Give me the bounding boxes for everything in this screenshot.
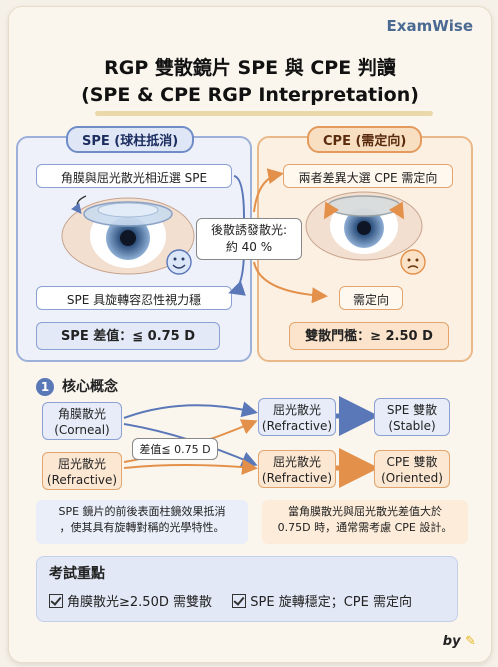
cpe-result-box: CPE 雙散 (Oriented) <box>374 450 450 488</box>
corneal-label: 角膜散光 <box>57 407 106 421</box>
corneal-sub: (Corneal) <box>54 423 110 437</box>
refractive-left-box: 屈光散光 (Refractive) <box>42 452 122 490</box>
cpe-note: 當角膜散光與屈光散光差值大於 0.75D 時，通常需考慮 CPE 設計。 <box>262 500 468 544</box>
exam-item-1: 角膜散光≥2.50D 需雙散 <box>67 595 212 610</box>
cpe-note-line1: 當角膜散光與屈光散光差值大於 <box>288 505 442 518</box>
diff-label-box: 差值≦ 0.75 D <box>132 438 218 460</box>
spe-note-line2: ，使其具有旋轉對稱的光學特性。 <box>59 521 225 534</box>
cpe-bottom-box: 需定向 <box>339 286 403 310</box>
core-concept-heading: 1 核心概念 <box>36 376 118 396</box>
spe-top-box: 角膜與屈光散光相近選 SPE <box>36 164 232 188</box>
cpe-eye-illustration <box>305 191 423 261</box>
spe-tag: SPE (球柱抵消) <box>66 126 195 153</box>
title-english: (SPE & CPE RGP Interpretation) <box>81 84 419 106</box>
refractive-left-sub: (Refractive) <box>46 473 118 487</box>
induced-astigmatism-box: 後散誘發散光: 約 40 % <box>196 218 302 260</box>
refractive-to-refractive-arrow <box>123 459 258 475</box>
spe-rotate-arrow <box>71 195 87 215</box>
checkbox-icon <box>49 594 63 608</box>
checkbox-icon <box>232 594 247 608</box>
byline-text: by <box>442 634 461 649</box>
cpe-result-label: CPE 雙散 <box>386 455 438 469</box>
cpe-tag: CPE (需定向) <box>307 126 423 153</box>
corneal-box: 角膜散光 (Corneal) <box>42 402 122 440</box>
refractive-left-label: 屈光散光 <box>57 457 106 471</box>
induced-line1: 後散誘發散光: <box>210 223 288 237</box>
spe-result-box: SPE 雙散 (Stable) <box>374 398 450 436</box>
cpe-result-sub: (Oriented) <box>381 471 443 485</box>
cpe-flow-arrow-down <box>253 261 328 304</box>
byline: by ✎ <box>443 634 476 649</box>
title-underline <box>95 111 433 116</box>
worried-face-icon <box>400 249 426 275</box>
brand-logo: ExamWise <box>386 17 473 35</box>
cpe-criterion: 雙散門檻：≥ 2.50 D <box>289 322 449 350</box>
cpe-top-box: 兩者差異大選 CPE 需定向 <box>283 164 453 188</box>
corneal-to-refractive-arrow <box>123 401 258 419</box>
core-concept-title: 核心概念 <box>62 379 118 395</box>
spe-result-label: SPE 雙散 <box>386 403 438 417</box>
exam-items: 角膜散光≥2.50D 需雙散 SPE 旋轉穩定；CPE 需定向 <box>49 591 412 610</box>
refractive-bottom-sub: (Refractive) <box>261 471 333 485</box>
cpe-orient-arrow-right <box>388 201 405 220</box>
refractive-top-sub: (Refractive) <box>261 419 333 433</box>
spe-note: SPE 鏡片的前後表面柱鏡效果抵消 ，使其具有旋轉對稱的光學特性。 <box>36 500 248 544</box>
refractive-top-box: 屈光散光 (Refractive) <box>258 398 336 436</box>
refractive-bottom-label: 屈光散光 <box>272 455 321 469</box>
spe-note-line1: SPE 鏡片的前後表面柱鏡效果抵消 <box>58 505 226 518</box>
spe-result-sub: (Stable) <box>388 419 436 433</box>
refractive-bottom-box: 屈光散光 (Refractive) <box>258 450 336 488</box>
exam-item-2: SPE 旋轉穩定；CPE 需定向 <box>250 595 412 610</box>
cpe-flow-arrow-up <box>253 168 284 213</box>
spe-bottom-box: SPE 具旋轉容忍性視力穩 <box>36 286 232 310</box>
title-chinese: RGP 雙散鏡片 SPE 與 CPE 判讀 <box>104 57 396 79</box>
exam-points-box: 考試重點 角膜散光≥2.50D 需雙散 SPE 旋轉穩定；CPE 需定向 <box>36 556 458 622</box>
cpe-note-line2: 0.75D 時，通常需考慮 CPE 設計。 <box>277 521 453 534</box>
section-number: 1 <box>36 378 54 396</box>
banana-icon: ✎ <box>465 634 476 649</box>
cpe-orient-arrow-left <box>323 201 340 220</box>
exam-title: 考試重點 <box>49 566 105 582</box>
refractive-top-label: 屈光散光 <box>272 403 321 417</box>
spe-eye-illustration <box>61 197 195 275</box>
induced-line2: 約 40 % <box>225 240 273 254</box>
spe-criterion: SPE 差值：≦ 0.75 D <box>36 322 220 350</box>
smile-face-icon <box>166 249 192 275</box>
